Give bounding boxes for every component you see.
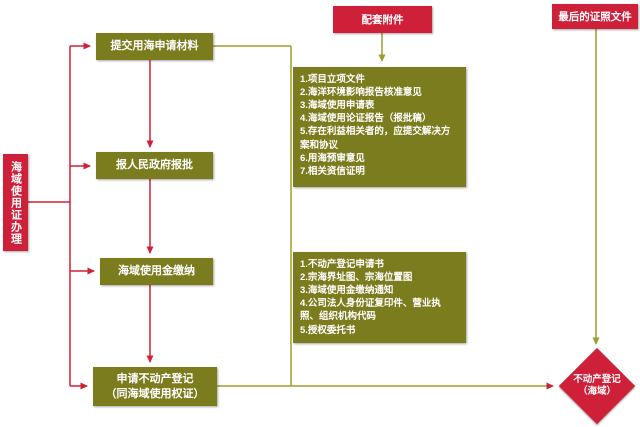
- end-node: 不动产登记 （海域）: [558, 347, 636, 425]
- final-documents-header: 最后的证照文件: [552, 4, 638, 29]
- end-node-label-line2: （海域）: [577, 386, 616, 397]
- red-flow-wires: [28, 42, 154, 390]
- list-item: 7.相关资信证明: [300, 165, 365, 177]
- step-submit-application: 提交用海申请材料: [96, 33, 213, 60]
- start-node-label: 海域使用证办理: [9, 160, 22, 245]
- attachment-list-2: 1.不动产登记申请书 2.宗海界址图、宗海位置图 3.海域使用金缴纳通知 4.公…: [293, 252, 466, 343]
- list-item: 3.海域使用申请表: [300, 100, 375, 112]
- attachments-header: 配套附件: [333, 6, 432, 33]
- list-item: 2.宗海界址图、宗海位置图: [300, 272, 413, 284]
- list-item: 2.海洋环境影响报告核准意见: [300, 87, 422, 99]
- list-item: 5.存在利益相关者的，应提交解决方案和协议: [300, 126, 451, 151]
- attachments-header-label: 配套附件: [361, 14, 404, 26]
- step-fee-payment: 海域使用金缴纳: [100, 258, 213, 285]
- list-item: 1.不动产登记申请书: [300, 259, 384, 270]
- list-item: 5.授权委托书: [300, 324, 356, 336]
- step-label: 海域使用金缴纳: [118, 265, 195, 278]
- step-label: 提交用海申请材料: [110, 40, 199, 53]
- attachment-list-1: 1.项目立项文件 2.海洋环境影响报告核准意见 3.海域使用申请表 4.海域使用…: [293, 67, 466, 187]
- list-item: 1.项目立项文件: [300, 74, 365, 85]
- end-node-label: 不动产登记 （海域）: [560, 349, 634, 423]
- list-item: 4.公司法人身份证复印件、营业执照、组织机构代码: [300, 298, 441, 323]
- step-estate-registration: 申请不动产登记 （同海域使用权证）: [93, 367, 217, 406]
- step-government-approval: 报人民政府报批: [96, 152, 213, 179]
- list-item: 4.海域使用论证报告（报批稿）: [300, 113, 432, 125]
- list-item: 6.用海预审意见: [300, 152, 365, 164]
- step-label: 报人民政府报批: [116, 159, 193, 172]
- step-sublabel: （同海域使用权证）: [105, 387, 205, 400]
- end-node-label-line1: 不动产登记: [573, 373, 621, 385]
- final-documents-header-label: 最后的证照文件: [558, 11, 632, 23]
- olive-attachment-wires: [213, 29, 600, 390]
- list-item: 3.海域使用金缴纳通知: [300, 285, 394, 297]
- start-node: 海域使用证办理: [3, 154, 28, 251]
- step-label: 申请不动产登记: [116, 373, 194, 386]
